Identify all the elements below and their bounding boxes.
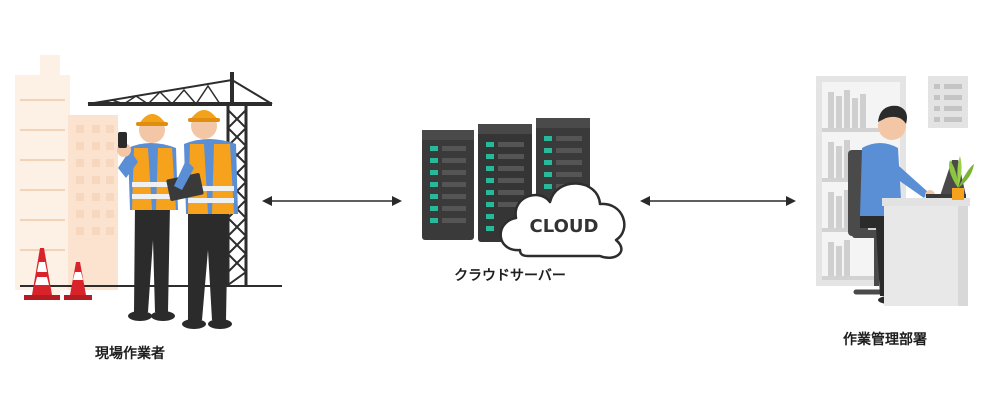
traffic-cone-large <box>24 248 60 300</box>
background-buildings <box>15 55 118 295</box>
worker-with-tablet <box>166 110 238 329</box>
desk <box>882 198 970 306</box>
office-illustration <box>816 76 974 306</box>
traffic-cone-small <box>64 262 92 300</box>
cloud-server-illustration: CLOUD <box>422 118 626 259</box>
cloud-icon: CLOUD <box>499 182 626 259</box>
management-department-label: 作業管理部署 <box>843 332 927 348</box>
arrow-server-office <box>640 196 796 206</box>
office-worker <box>860 105 935 304</box>
worker-with-radio <box>117 114 178 321</box>
plant <box>949 156 974 200</box>
arrow-site-server <box>262 196 402 206</box>
wall-chart <box>928 76 968 128</box>
server-rack-1 <box>422 130 474 240</box>
site-illustration <box>15 55 282 329</box>
cloud-server-label: クラウドサーバー <box>454 268 566 284</box>
cloud-text: CLOUD <box>530 216 599 237</box>
site-workers-label: 現場作業者 <box>95 346 165 362</box>
